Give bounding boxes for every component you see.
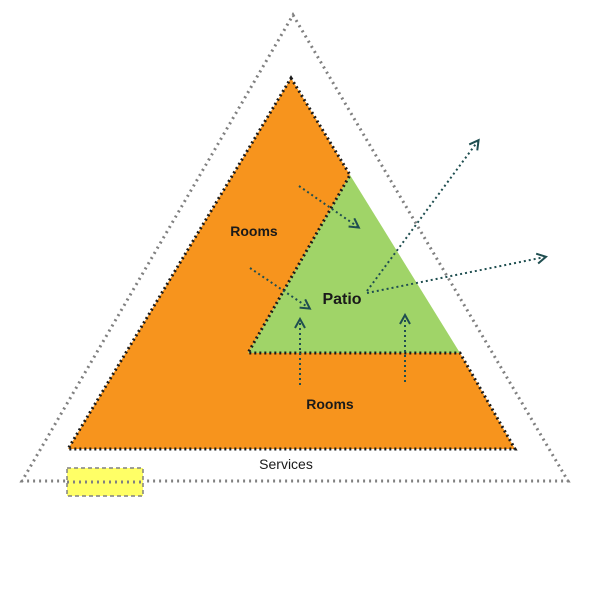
arrow-rooms-to-patio-middle <box>249 267 309 308</box>
patio-label: Patio <box>322 291 361 308</box>
rooms-area <box>68 78 515 449</box>
arrow-patio-view-right <box>366 257 545 294</box>
arrow-patio-view-upper <box>366 141 478 292</box>
rooms-upper-label: Rooms <box>230 223 278 239</box>
rooms-outline <box>65 75 518 451</box>
arrow-rooms-to-patio-upper <box>298 185 358 227</box>
rooms-lower-label: Rooms <box>306 396 354 412</box>
flow-arrows <box>249 141 545 385</box>
services-label: Services <box>259 456 313 472</box>
site-boundary-outline <box>19 12 571 483</box>
